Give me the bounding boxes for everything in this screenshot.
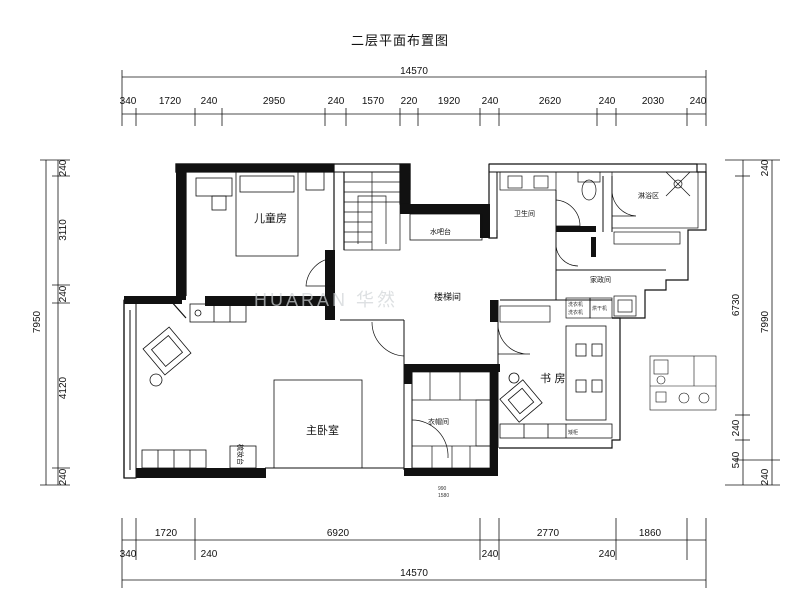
left-segment-dims: 7950 240 3110 240 4120 240 (32, 159, 69, 485)
svg-text:240: 240 (731, 419, 742, 436)
bottom-dimensions (121, 518, 707, 588)
study-furniture (499, 325, 613, 439)
room-kids: 儿童房 (254, 211, 287, 225)
svg-text:烘干机: 烘干机 (592, 305, 607, 312)
svg-text:3110: 3110 (58, 219, 69, 241)
svg-text:4120: 4120 (58, 376, 69, 399)
svg-text:240: 240 (760, 468, 771, 485)
room-stair: 楼梯间 (434, 291, 461, 303)
svg-text:240: 240 (690, 96, 707, 107)
door-arcs (305, 191, 637, 459)
svg-text:240: 240 (482, 96, 499, 107)
svg-text:240: 240 (201, 96, 218, 107)
bottom-segment-dims: 1720 6920 2770 1860 340 240 240 240 1457… (120, 528, 662, 579)
solid-walls (124, 164, 596, 478)
top-dimensions (121, 70, 707, 126)
housework-cabinets (499, 231, 681, 323)
svg-text:1580: 1580 (438, 493, 449, 499)
wardrobe-shelves (411, 371, 491, 469)
svg-text:340: 340 (120, 96, 137, 107)
svg-text:洗衣机: 洗衣机 (568, 309, 583, 316)
top-segment-dims: 340 1720 240 2950 240 1570 220 1920 240 … (120, 96, 707, 107)
svg-text:240: 240 (58, 468, 69, 485)
svg-text:1570: 1570 (362, 96, 385, 107)
plan-title: 二层平面布置图 (350, 34, 449, 49)
room-bar: 水吧台 (430, 227, 451, 236)
right-outer-total-dim: 7990 (760, 310, 771, 333)
room-master: 主卧室 (306, 423, 339, 437)
svg-text:220: 220 (401, 96, 418, 107)
svg-text:990: 990 (438, 486, 447, 492)
svg-text:240: 240 (201, 549, 218, 560)
svg-text:340: 340 (120, 549, 137, 560)
svg-text:240: 240 (328, 96, 345, 107)
room-bath: 卫生间 (514, 209, 535, 218)
svg-text:2030: 2030 (642, 96, 665, 107)
svg-text:240: 240 (58, 159, 69, 176)
master-bedroom-furniture (141, 303, 363, 469)
right-inner-total-dim: 6730 (731, 293, 742, 316)
svg-text:2620: 2620 (539, 96, 562, 107)
svg-text:1920: 1920 (438, 96, 461, 107)
right-dimensions (725, 159, 780, 486)
watermark: HUARAN 华然 (254, 290, 398, 310)
svg-text:1720: 1720 (159, 96, 182, 107)
svg-text:240: 240 (760, 159, 771, 176)
svg-text:240: 240 (482, 549, 499, 560)
svg-text:540: 540 (731, 451, 742, 468)
svg-text:矮柜: 矮柜 (568, 429, 578, 436)
left-dimensions (40, 159, 70, 486)
svg-text:240: 240 (599, 549, 616, 560)
room-housework: 家政间 (590, 275, 611, 284)
room-wardrobe: 衣帽间 (428, 417, 449, 426)
staircase (343, 171, 401, 251)
inset-detail (649, 355, 717, 411)
svg-text:2950: 2950 (263, 96, 286, 107)
kids-bed (195, 171, 325, 257)
svg-text:2770: 2770 (537, 528, 560, 539)
water-bar-counter (409, 213, 483, 241)
bottom-total-dim: 14570 (400, 568, 428, 579)
svg-text:6920: 6920 (327, 528, 350, 539)
room-dresser: 梳妆台 (236, 444, 245, 465)
room-shower: 淋浴区 (638, 191, 659, 200)
svg-text:240: 240 (599, 96, 616, 107)
svg-text:1860: 1860 (639, 528, 662, 539)
right-segment-dims: 6730 7990 240 240 540 240 (731, 159, 771, 485)
svg-text:洗衣机: 洗衣机 (568, 301, 583, 308)
top-total-dim: 14570 (400, 66, 428, 77)
room-study: 书 房 (540, 372, 566, 385)
bathroom-fixtures (499, 171, 699, 229)
svg-text:240: 240 (58, 285, 69, 302)
left-total-dim: 7950 (32, 310, 43, 333)
svg-text:1720: 1720 (155, 528, 178, 539)
